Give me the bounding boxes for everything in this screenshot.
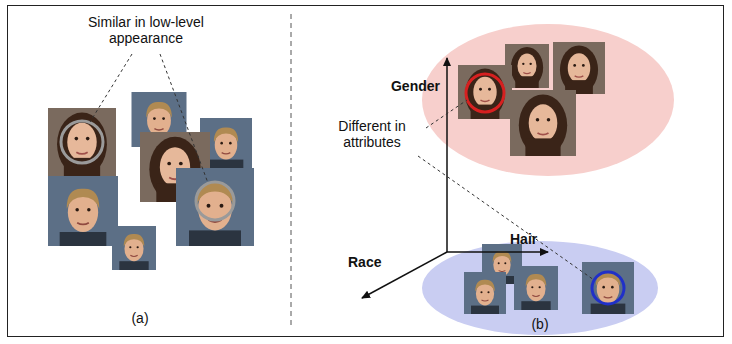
face-photo (48, 176, 118, 246)
face-photo (514, 266, 558, 310)
leader-line (426, 100, 467, 128)
panel-caption: (b) (520, 316, 560, 332)
face-photo (458, 65, 512, 119)
leader-line (418, 156, 594, 280)
frame (8, 6, 724, 337)
highlight-circle (592, 272, 624, 304)
axis-label: Hair (510, 231, 560, 247)
divider (291, 14, 292, 326)
axis-line (446, 58, 448, 252)
female-cluster (422, 24, 674, 176)
callout-text: Similar in low-level appearance (66, 14, 226, 46)
face-photo (48, 108, 116, 176)
panel-caption: (a) (120, 310, 160, 326)
face-photo (582, 262, 634, 314)
axis-line (447, 251, 548, 253)
face-photo (553, 42, 605, 94)
face-photo (510, 90, 576, 156)
highlight-circle (466, 74, 504, 112)
callout-text: Different in attributes (316, 118, 428, 150)
face-photo (464, 272, 506, 314)
leader-line (160, 54, 208, 183)
face-photo (112, 226, 156, 270)
axis-label: Race (348, 254, 398, 270)
face-photo (176, 168, 254, 246)
male-cluster (422, 241, 658, 335)
axis-label: Gender (370, 78, 440, 94)
leader-line (90, 54, 132, 122)
highlight-circle (61, 121, 103, 163)
highlight-circle (196, 182, 234, 220)
